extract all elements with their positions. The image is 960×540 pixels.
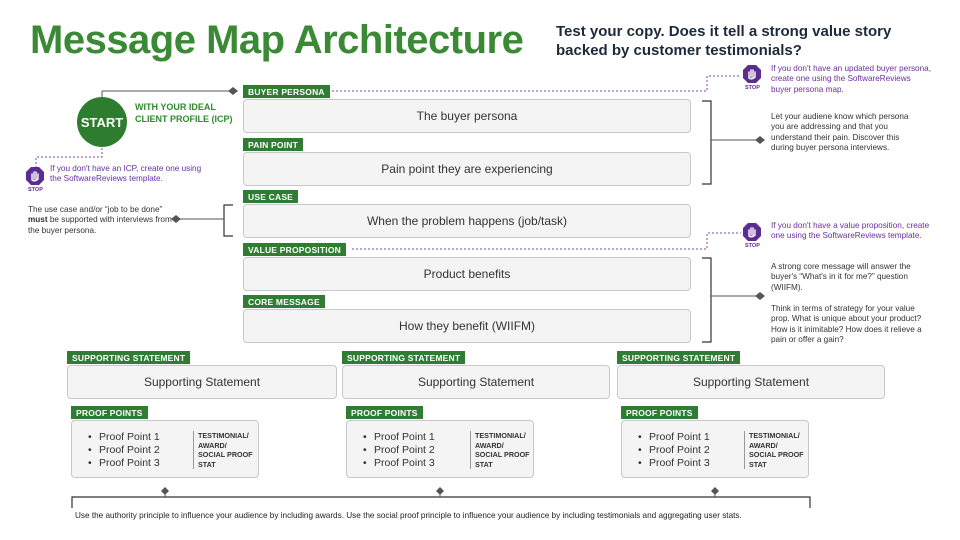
testimonial-line: AWARD/ — [475, 440, 504, 450]
pain-point-box: Pain point they are experiencing — [243, 152, 691, 186]
proof-points-list: Proof Point 1 Proof Point 2 Proof Point … — [88, 431, 160, 470]
persona-pain-note: Let your audiene know which persona you … — [771, 112, 909, 153]
proof-points-list: Proof Point 1 Proof Point 2 Proof Point … — [638, 431, 710, 470]
pain-point-label: PAIN POINT — [243, 138, 304, 151]
proof-points-label: PROOF POINTS — [621, 406, 698, 419]
supporting-statement-box: Supporting Statement — [342, 365, 610, 399]
use-case-box: When the problem happens (job/task) — [243, 204, 691, 238]
buyer-persona-stop-note: If you don't have an updated buyer perso… — [771, 64, 931, 94]
testimonial-tag: TESTIMONIAL/ AWARD/ SOCIAL PROOF STAT — [193, 431, 253, 469]
core-message-note: A strong core message will answer the bu… — [771, 262, 911, 292]
proof-points-label: PROOF POINTS — [71, 406, 148, 419]
stop-label: STOP — [28, 187, 43, 193]
testimonial-line: SOCIAL PROOF — [749, 450, 804, 459]
proof-point-item: Proof Point 3 — [363, 457, 435, 470]
start-description: WITH YOUR IDEAL CLIENT PROFILE (ICP) — [135, 102, 233, 124]
testimonial-line: STAT — [475, 459, 493, 469]
use-case-label: USE CASE — [243, 190, 299, 203]
start-circle: START — [77, 97, 127, 147]
stop-label: STOP — [745, 243, 760, 249]
proof-points-list: Proof Point 1 Proof Point 2 Proof Point … — [363, 431, 435, 470]
core-message-box: How they benefit (WIIFM) — [243, 309, 691, 343]
page-title: Message Map Architecture — [30, 18, 524, 62]
testimonial-line: AWARD/ — [749, 440, 778, 450]
supporting-statement-label: SUPPORTING STATEMENT — [617, 351, 741, 364]
testimonial-line: TESTIMONIAL/ — [749, 431, 800, 440]
proof-point-item: Proof Point 1 — [88, 431, 160, 444]
footer-note: Use the authority principle to influence… — [75, 511, 742, 520]
stop-hand-icon — [743, 65, 761, 83]
use-case-note-text: The use case and/or “job to be done” — [28, 205, 163, 214]
use-case-note-emphasis: must — [28, 215, 48, 225]
proof-point-item: Proof Point 2 — [638, 444, 710, 457]
testimonial-line: TESTIMONIAL/ — [475, 431, 526, 440]
supporting-statement-box: Supporting Statement — [67, 365, 337, 399]
value-proposition-box: Product benefits — [243, 257, 691, 291]
proof-points-label: PROOF POINTS — [346, 406, 423, 419]
supporting-statement-label: SUPPORTING STATEMENT — [67, 351, 191, 364]
proof-point-item: Proof Point 1 — [638, 431, 710, 444]
buyer-persona-box: The buyer persona — [243, 99, 691, 133]
testimonial-line: TESTIMONIAL/ — [198, 431, 249, 440]
testimonial-tag: TESTIMONIAL/ AWARD/ SOCIAL PROOF STAT — [470, 431, 530, 469]
supporting-statement-label: SUPPORTING STATEMENT — [342, 351, 466, 364]
testimonial-line: SOCIAL PROOF — [198, 450, 253, 459]
testimonial-tag: TESTIMONIAL/ AWARD/ SOCIAL PROOF STAT — [744, 431, 804, 469]
value-proposition-label: VALUE PROPOSITION — [243, 243, 346, 256]
core-message-label: CORE MESSAGE — [243, 295, 325, 308]
proof-point-item: Proof Point 1 — [363, 431, 435, 444]
proof-point-item: Proof Point 2 — [88, 444, 160, 457]
proof-point-item: Proof Point 3 — [638, 457, 710, 470]
icp-stop-note: If you don't have an ICP, create one usi… — [50, 164, 202, 184]
testimonial-line: STAT — [198, 459, 216, 469]
buyer-persona-label: BUYER PERSONA — [243, 85, 330, 98]
use-case-note-text: be supported with interviews from the bu… — [28, 215, 172, 235]
testimonial-line: SOCIAL PROOF — [475, 450, 530, 459]
page-subtitle: Test your copy. Does it tell a strong va… — [556, 23, 892, 59]
stop-hand-icon — [26, 167, 44, 185]
supporting-statement-box: Supporting Statement — [617, 365, 885, 399]
stop-label: STOP — [745, 85, 760, 91]
proof-point-item: Proof Point 3 — [88, 457, 160, 470]
testimonial-line: STAT — [749, 459, 767, 469]
stop-hand-icon — [743, 223, 761, 241]
strategy-note: Think in terms of strategy for your valu… — [771, 304, 922, 345]
value-proposition-stop-note: If you don't have a value proposition, c… — [771, 221, 930, 241]
testimonial-line: AWARD/ — [198, 440, 227, 450]
use-case-note: The use case and/or “job to be done” mus… — [28, 205, 173, 236]
proof-point-item: Proof Point 2 — [363, 444, 435, 457]
